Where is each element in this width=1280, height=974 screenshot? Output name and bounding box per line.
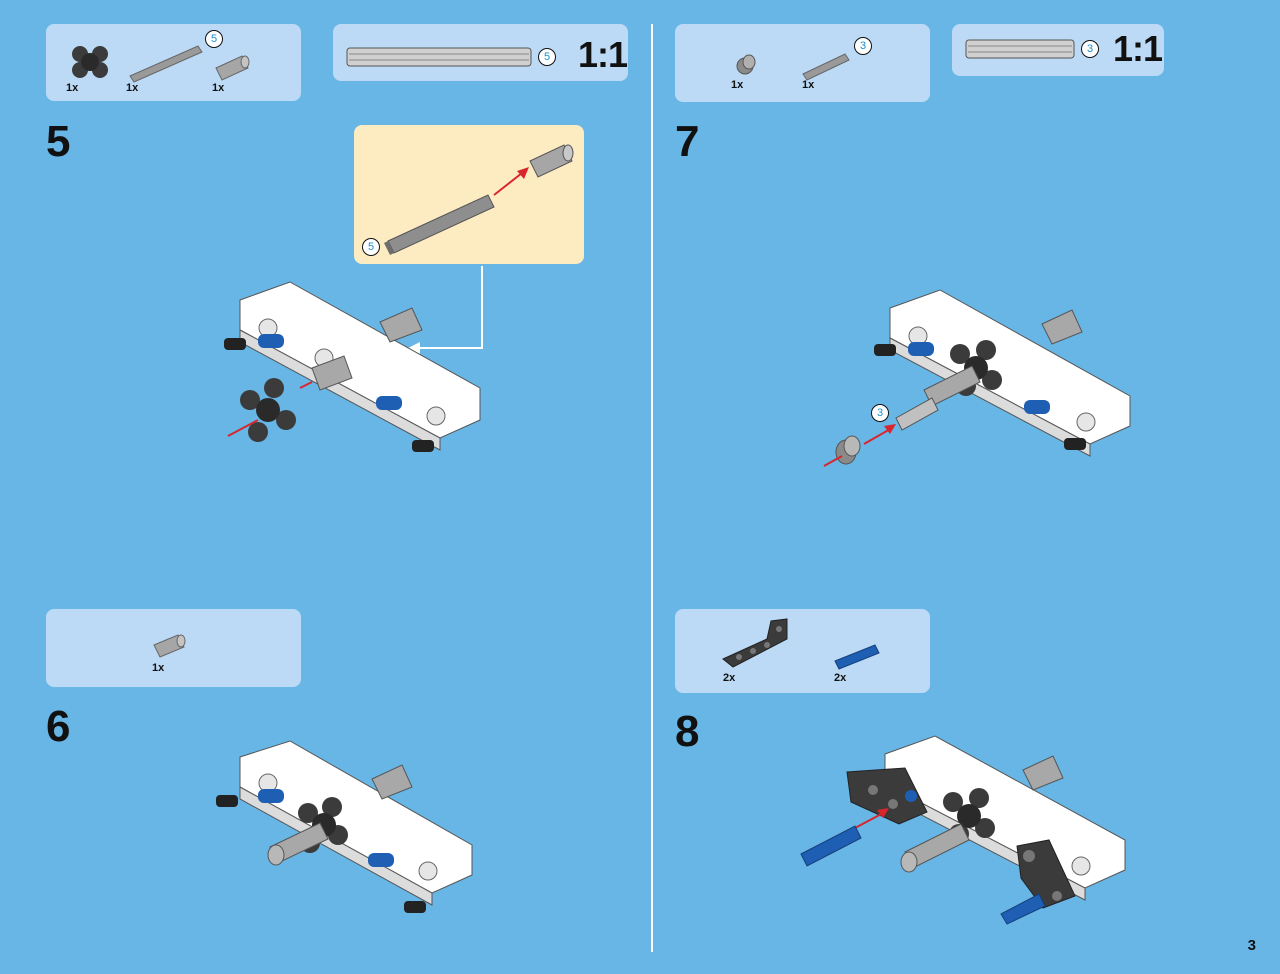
axle-connector-part [215,55,250,81]
length-badge: 5 [538,48,556,66]
step6-parts-panel: 1x [46,609,301,687]
axle-scale-art [346,47,532,67]
step8-assembly [800,735,1126,925]
part-qty: 1x [212,82,225,94]
part-qty: 2x [834,672,847,684]
blue-pin-part [834,644,880,670]
part-qty: 1x [152,662,165,674]
step-number: 8 [675,707,700,756]
step5-parts-art [72,45,250,83]
length-badge: 3 [854,37,872,55]
step-number: 6 [46,702,71,751]
step6-parts-art [153,634,186,658]
step7-assembly [823,289,1131,467]
page-number: 3 [1247,937,1256,954]
length-badge: 5 [205,30,223,48]
part-qty: 1x [802,79,815,91]
length-badge: 3 [1081,40,1099,58]
step-number: 7 [675,117,700,166]
step5-ratio-panel: 5 1:1 [333,24,628,81]
axle-scale-art [965,39,1075,59]
step7-parts-panel: 1x 1x 3 [675,24,930,102]
part-qty: 2x [723,672,736,684]
part-qty: 1x [126,82,139,94]
step5-assembly [224,266,483,452]
step8-parts-panel: 2x 2x [675,609,930,693]
step7-parts-art [736,53,850,81]
angle-beam-part [722,618,788,668]
page-divider [651,24,653,952]
step8-parts-art [722,618,880,670]
scale-ratio: 1:1 [1113,28,1163,69]
subassembly-callout: 5 [354,125,584,264]
axle-part [129,45,203,83]
cross-block-part [72,46,108,78]
bush-part [736,54,756,75]
length-badge: 3 [871,404,889,422]
part-qty: 1x [731,79,744,91]
scale-ratio: 1:1 [578,34,628,75]
step6-assembly [216,740,473,913]
step-number: 5 [46,117,71,166]
length-badge: 5 [362,238,380,256]
step7-ratio-panel: 3 1:1 [952,24,1164,76]
callout-art [384,144,574,255]
step5-parts-panel: 1x 1x 1x 5 [46,24,301,101]
part-qty: 1x [66,82,79,94]
